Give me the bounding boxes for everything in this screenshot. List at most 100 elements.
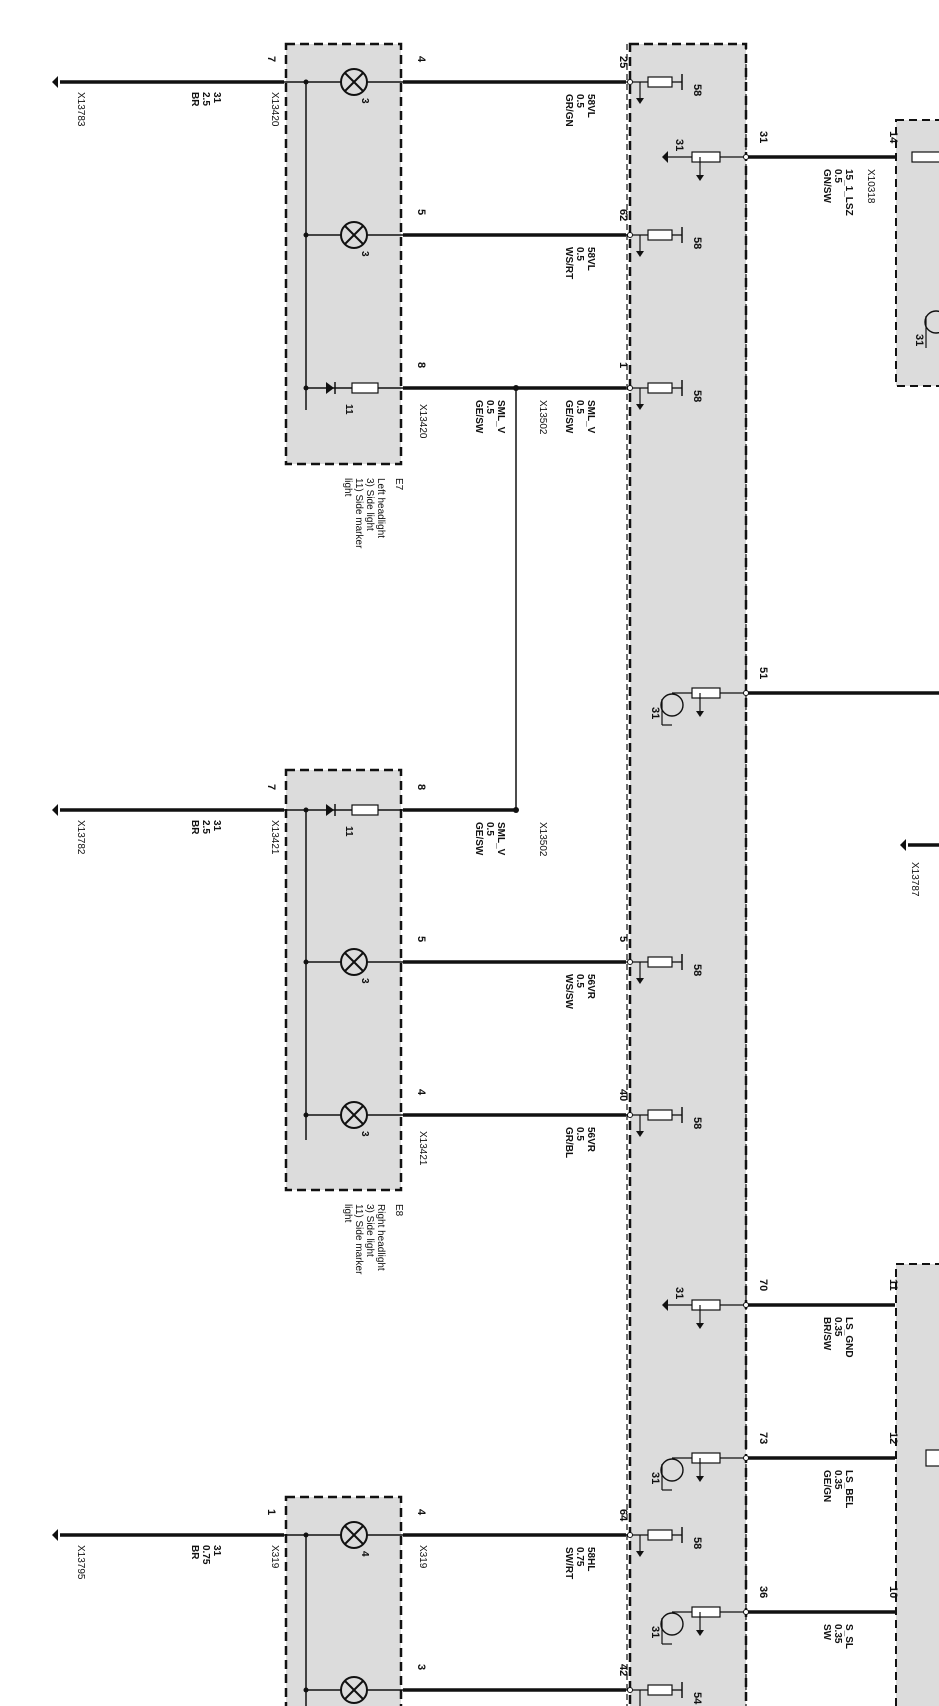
module-right-pin-31: 31 [757, 131, 769, 143]
module-input-40: 58 [626, 1107, 703, 1137]
module-wire-25-line-0: 58VL [585, 94, 596, 118]
headlight-e8-ground-wire-line-2: BR [189, 820, 200, 835]
headlight-rear-connector: X319 [417, 1545, 428, 1569]
module-output-73: 31 [649, 1452, 749, 1491]
module-wire-1-line-1: 0.5 [574, 400, 585, 414]
headlight-e7-lamp-0: 3 [303, 68, 403, 104]
splice-label-top: X13502 [537, 400, 548, 435]
remote-connector-31: X10318 [865, 169, 876, 204]
headlight-rear-connector-ground-side: X319 [269, 1545, 280, 1569]
headlight-e8-lamp-1-number: 3 [359, 978, 370, 984]
headlight-e7-side-marker: 11 [303, 382, 403, 415]
remote-wire-70-line-0: LS_GND [843, 1317, 854, 1358]
headlight-e8-lamp-2: 3 [303, 1101, 403, 1137]
headlight-e8-side-marker-number: 11 [343, 826, 354, 837]
headlight-e7-ground-wire-line-2: BR [189, 92, 200, 107]
module-pin-42: 42 [617, 1664, 629, 1676]
module-output-36-ground: 31 [649, 1626, 661, 1638]
headlight-e8-legend-line-3: light [342, 1204, 353, 1223]
splice-wire-e7-line-1: 0.5 [484, 400, 495, 414]
splice-wire-e8-line-1: 0.5 [484, 822, 495, 836]
module-input-1-function: 58 [691, 390, 703, 402]
ground-terminal-e7 [52, 76, 58, 88]
headlight-rear-pin-0: 4 [415, 1509, 427, 1516]
headlight-e7-legend-line-1: 3) Side light [364, 478, 375, 531]
module-input-42: 54 [626, 1682, 703, 1706]
module-wire-40-line-0: 56VR [585, 1127, 596, 1153]
remote-pin-31: 14 [887, 131, 899, 144]
headlight-e7-connector: X13420 [417, 404, 428, 439]
headlight-e7-ground-wire-line-1: 2.5 [200, 92, 211, 106]
headlight-box-rear [284, 1495, 403, 1706]
headlight-e8-ground-wire-line-0: 31 [211, 820, 222, 832]
module-wire-1-line-0: SML_V [585, 400, 596, 434]
headlight-e7-legend-line-3: light [342, 478, 353, 497]
remote-wire-73-line-2: GE/GN [821, 1470, 832, 1502]
remote-pin-73: 12 [887, 1432, 899, 1444]
module-input-5: 58 [626, 954, 703, 984]
module-pin-25: 25 [617, 56, 629, 68]
splice-wire-e7-line-0: SML_V [495, 400, 506, 434]
remote-wire-73-line-1: 0.35 [832, 1470, 843, 1490]
ground-terminal-rear [52, 1529, 58, 1541]
remote-pin-36: 10 [887, 1586, 899, 1598]
headlight-e7-id: E7 [393, 478, 404, 491]
headlight-rear-ground-connector: X13795 [75, 1545, 86, 1580]
headlight-box-e7 [284, 42, 403, 466]
headlight-rear-lamp-0-number: 4 [359, 1551, 370, 1557]
headlight-e7-connector-ground-side: X13420 [269, 92, 280, 127]
headlight-rear-ground-wire-line-0: 31 [211, 1545, 222, 1557]
remote-wires [748, 155, 939, 1614]
remote-module-top [895, 119, 939, 387]
headlight-e8-ground-pin: 7 [265, 784, 277, 790]
remote-resistor-14 [911, 151, 939, 163]
headlight-e8-ground-connector: X13782 [75, 820, 86, 855]
remote-wire-70-line-1: 0.35 [832, 1317, 843, 1337]
x13787-terminal [900, 839, 906, 851]
remote-pin-70: 11 [887, 1279, 899, 1291]
headlight-e7-ground-connector: X13783 [75, 92, 86, 127]
module-pin-1: 1 [617, 362, 629, 368]
headlight-e8-id: E8 [393, 1204, 404, 1217]
signal-wires [403, 80, 626, 1692]
headlight-e7-legend-line-2: 11) Side marker [353, 478, 364, 549]
module-output-51: 31 [649, 687, 749, 726]
splice-wire-e8-line-0: SML_V [495, 822, 506, 856]
module-wire-62-line-2: WS/RT [563, 247, 574, 279]
module-wire-5-line-2: WS/SW [563, 974, 574, 1010]
module-wire-5-line-1: 0.5 [574, 974, 585, 988]
module-input-62-function: 58 [691, 237, 703, 249]
headlight-e8-legend-line-0: Right headlight [375, 1204, 386, 1271]
headlight-e7-lamp-1: 3 [303, 221, 403, 257]
module-pin-40: 40 [617, 1089, 629, 1101]
module-input-42-function: 54 [691, 1692, 703, 1705]
splice-label-bottom: X13502 [537, 822, 548, 857]
module-wire-25-line-2: GR/GN [563, 94, 574, 127]
module-wire-25-line-1: 0.5 [574, 94, 585, 108]
module-output-70-ground: 31 [673, 1287, 685, 1299]
headlight-e7-lamp-1-number: 3 [359, 251, 370, 257]
module-wire-64-line-2: SW/RT [563, 1547, 574, 1579]
module-output-31-ground: 31 [673, 139, 685, 151]
module-wire-5-line-0: 56VR [585, 974, 596, 1000]
headlight-e8-ground-wire-line-1: 2.5 [200, 820, 211, 834]
headlight-e8-pin-0: 8 [415, 784, 427, 790]
module-wire-64-line-0: 58HL [585, 1547, 596, 1571]
module-right-pin-36: 36 [757, 1586, 769, 1598]
module-output-31: 31 [662, 139, 749, 181]
module-input-64-function: 58 [691, 1537, 703, 1549]
module-input-40-function: 58 [691, 1117, 703, 1129]
remote-wire-31-line-1: 0.5 [832, 169, 843, 183]
module-pin-5: 5 [617, 936, 629, 942]
headlight-e7-legend-line-0: Left headlight [375, 478, 386, 538]
module-right-pin-51: 51 [757, 667, 769, 679]
module-wire-40-line-1: 0.5 [574, 1127, 585, 1141]
remote-wire-36-line-2: SW [821, 1624, 832, 1641]
remote-resistor-12 [925, 1449, 939, 1467]
module-wire-62-line-0: 58VL [585, 247, 596, 271]
module-input-64: 58 [626, 1527, 703, 1557]
remote-wire-73-line-0: LS_BEL [843, 1470, 854, 1508]
headlight-e7-pin-2: 8 [415, 362, 427, 368]
headlight-e8-connector: X13421 [417, 1131, 428, 1166]
